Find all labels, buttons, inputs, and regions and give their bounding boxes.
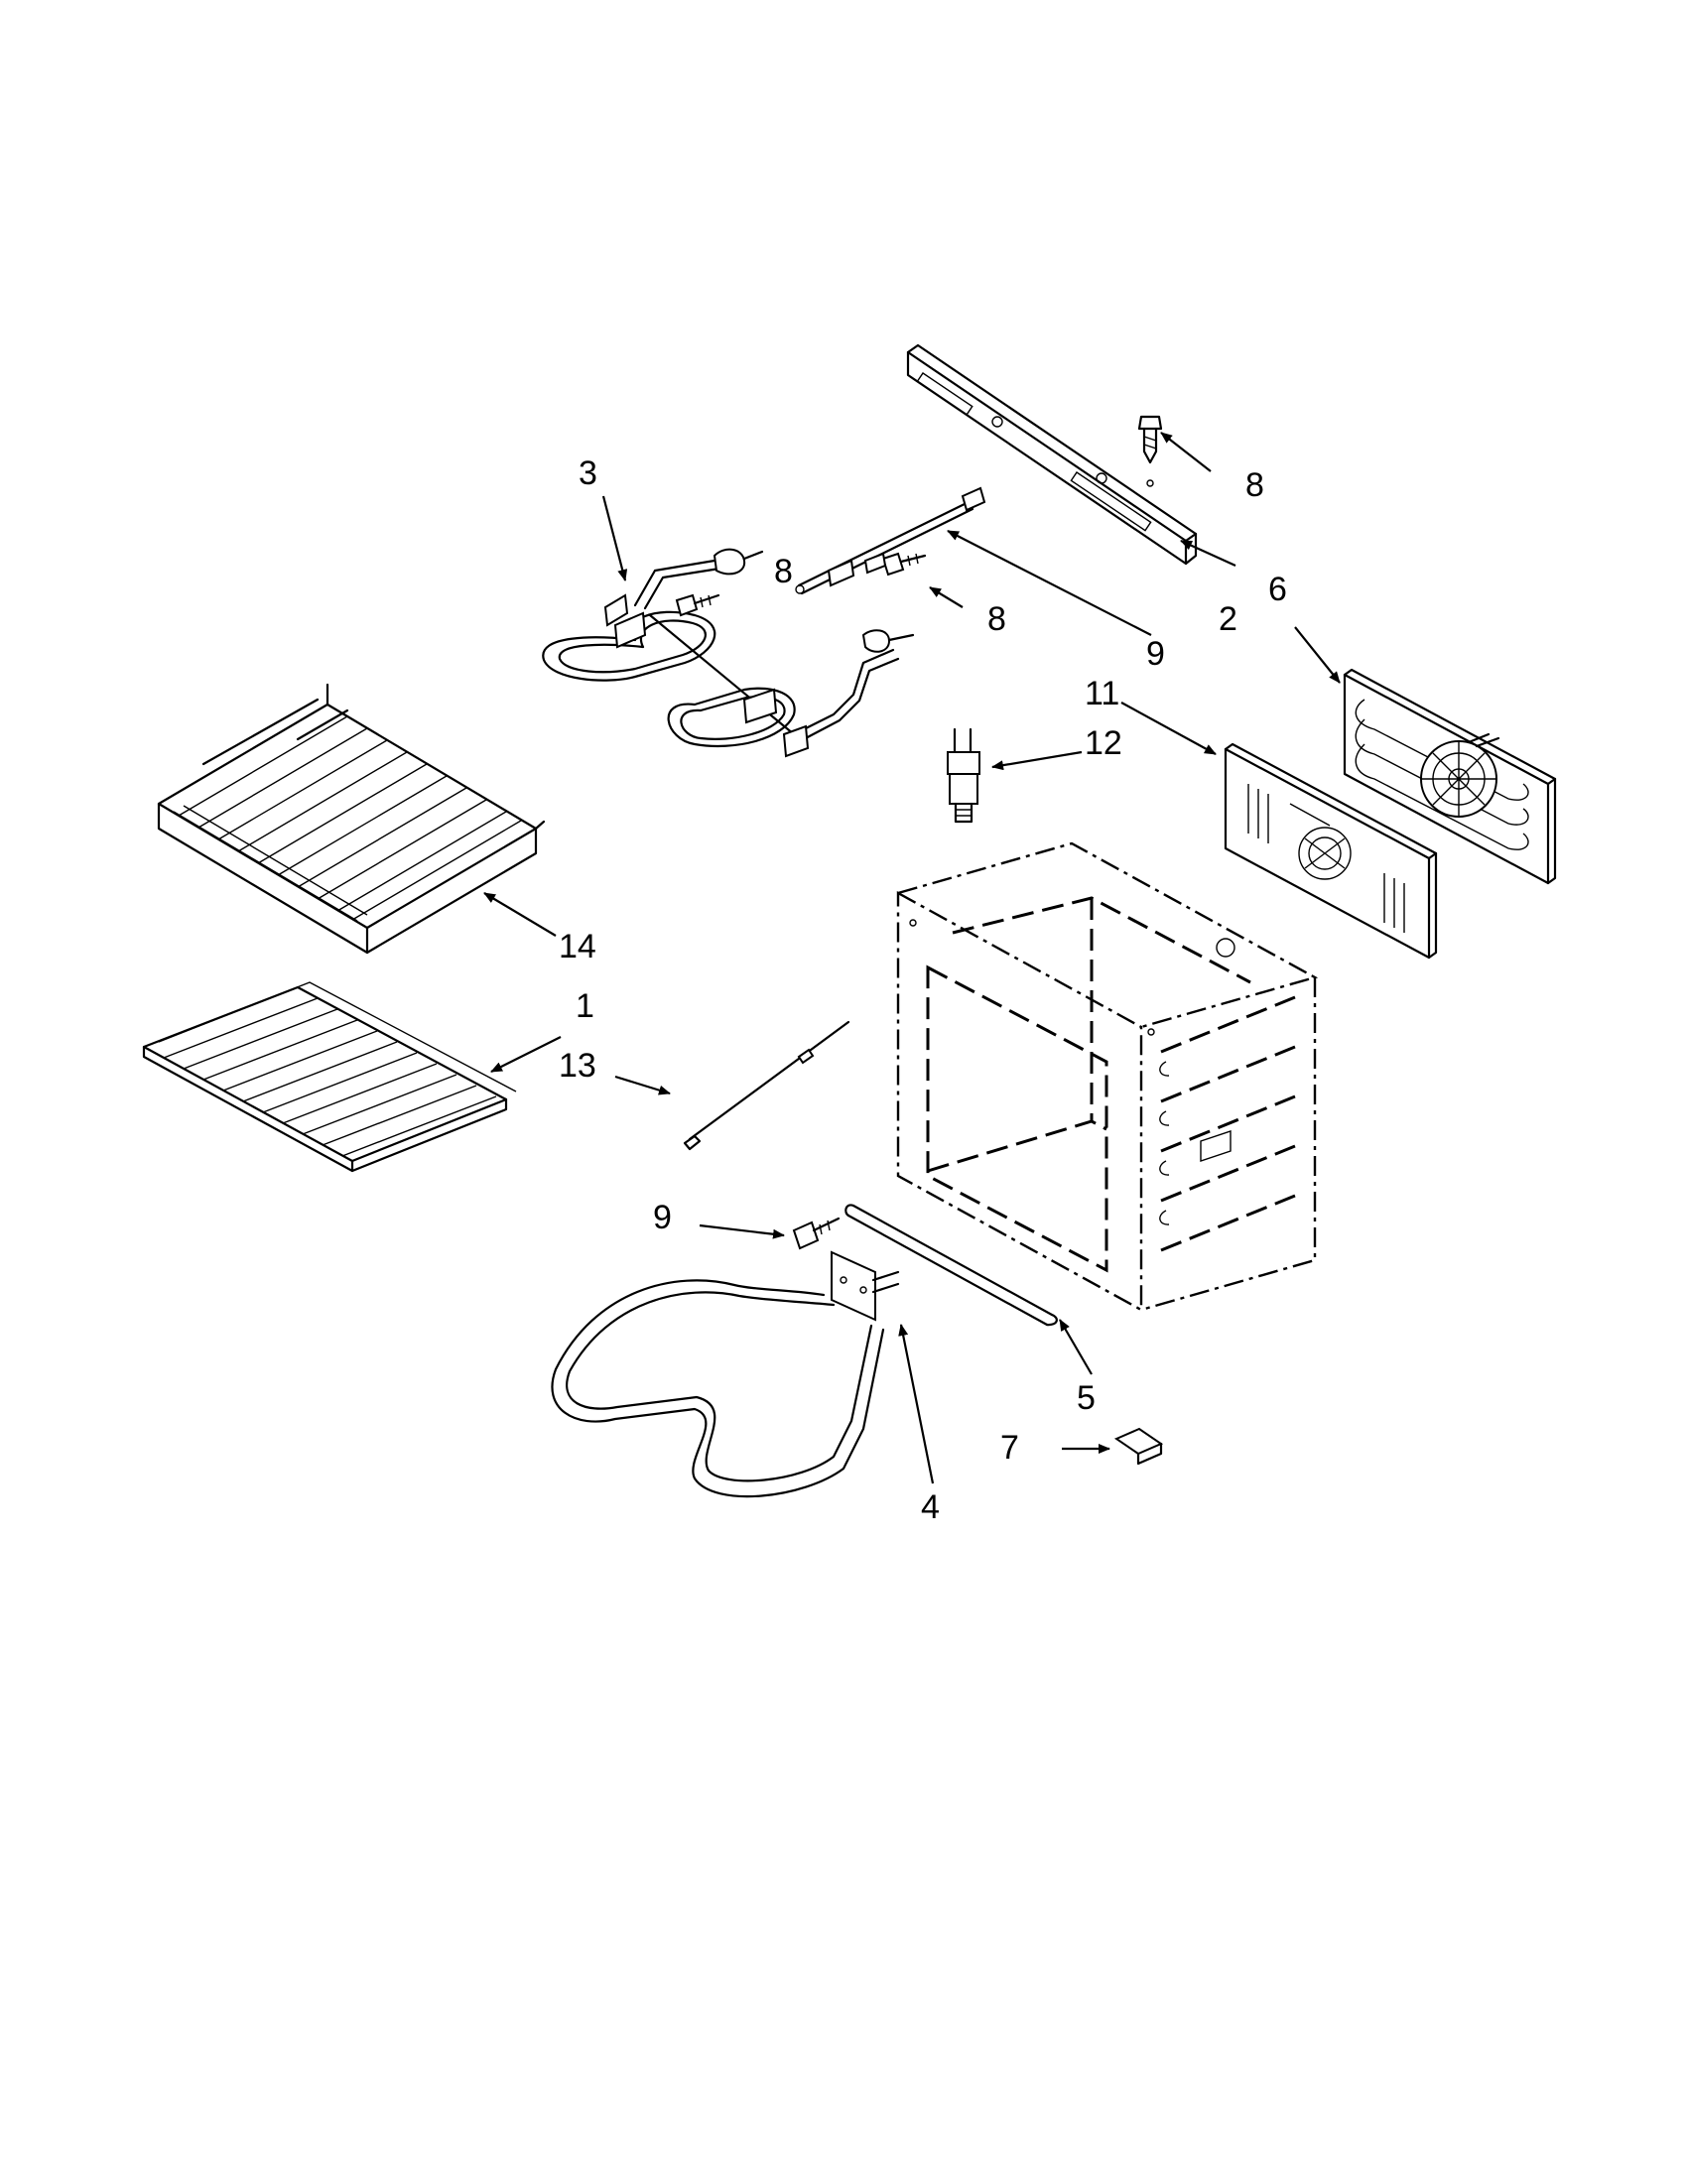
part-13-probe bbox=[683, 1020, 850, 1151]
part-10-sensor bbox=[795, 486, 986, 595]
part-5-tube bbox=[844, 1204, 1058, 1327]
leader-lines bbox=[483, 432, 1341, 1484]
part-6-bracket bbox=[906, 343, 1198, 566]
callout-2: 2 bbox=[1219, 600, 1237, 638]
callout-4: 4 bbox=[921, 1488, 940, 1526]
callout-11: 11 bbox=[1085, 675, 1119, 712]
callout-7: 7 bbox=[1000, 1429, 1019, 1467]
part-9-screw bbox=[792, 1217, 841, 1250]
part-7-clip bbox=[1113, 1427, 1164, 1466]
oven-cavity bbox=[896, 841, 1319, 1313]
part-12-thermal-fuse bbox=[947, 727, 980, 824]
callout-5: 5 bbox=[1077, 1379, 1096, 1417]
callout-8-top: 8 bbox=[1245, 466, 1264, 504]
callout-8-mid: 8 bbox=[987, 600, 1006, 638]
part-3-broil-element bbox=[542, 548, 915, 758]
callout-10: 9 bbox=[1146, 635, 1165, 673]
callout-6: 6 bbox=[1268, 571, 1287, 608]
callout-labels: 3 8 8 6 8 9 2 11 12 14 1 13 9 5 7 4 bbox=[559, 454, 1287, 1526]
callout-8-left: 8 bbox=[774, 553, 793, 590]
part-1-flat-rack bbox=[142, 981, 517, 1173]
callout-1: 1 bbox=[576, 987, 594, 1025]
part-8-screw-mid bbox=[881, 552, 927, 577]
part-8-screw-top bbox=[1137, 415, 1163, 487]
callout-3: 3 bbox=[579, 454, 597, 492]
part-8-screw-left bbox=[675, 593, 720, 617]
part-11-rear-panel bbox=[1224, 742, 1438, 960]
part-14-extendable-rack bbox=[157, 683, 546, 955]
callout-13: 13 bbox=[559, 1047, 596, 1085]
callout-12: 12 bbox=[1085, 724, 1122, 762]
callout-14: 14 bbox=[559, 928, 596, 965]
callout-9: 9 bbox=[653, 1199, 672, 1236]
part-2-fan-assembly bbox=[1343, 668, 1557, 885]
part-4-bake-element bbox=[551, 1250, 900, 1498]
